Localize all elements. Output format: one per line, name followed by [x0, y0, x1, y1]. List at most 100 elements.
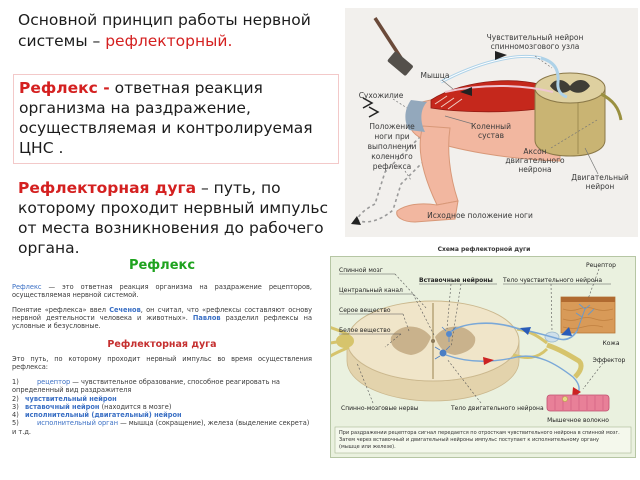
item-term: чувствительный нейрон — [25, 394, 117, 403]
mini-sechenov: Сеченов — [109, 306, 141, 315]
white-matter-label: Белое вещество — [339, 327, 391, 334]
tendon-label: Сухожилие — [359, 91, 404, 100]
knee-reflex-diagram: Чувствительный нейрон спинномозгового уз… — [345, 8, 638, 237]
arc-figure-box: Спинной мозг Центральный канал Серое вещ… — [328, 256, 636, 458]
arc-figure-labels: Спинной мозг Центральный канал Серое вещ… — [339, 262, 626, 424]
arc-list-item: 5) исполнительный орган — мышца (сокращен… — [12, 419, 312, 435]
reflex-arc-diagram: Спинной мозг Центральный канал Серое вещ… — [328, 262, 632, 454]
item-rest: — чувствительное образование, способное … — [12, 378, 280, 395]
arc-figure-title: Схема рефлекторной дуги — [437, 246, 531, 253]
gray-matter-left — [390, 326, 431, 355]
mini-reflex-rest: — это ответная реакция организма на разд… — [12, 283, 312, 300]
mini-pavlov: Павлов — [192, 314, 221, 323]
item-rest: (находится в мозге) — [99, 402, 172, 411]
item-number: 1) — [12, 378, 19, 387]
sensory-arrow — [561, 327, 572, 336]
reflex-arc-definition-text: Рефлекторная дуга – путь, по которому пр… — [18, 178, 350, 258]
knee-reflex-figure: Чувствительный нейрон спинномозгового уз… — [345, 8, 638, 237]
sensory-neuron-label: Чувствительный нейрон — [487, 33, 584, 42]
leader-lines — [392, 55, 599, 181]
knee-joint-label: сустав — [478, 131, 504, 140]
receptor-label: Рецептор — [586, 262, 616, 269]
interneuron — [441, 326, 457, 342]
nerve-root — [600, 92, 623, 121]
reflex-definition-rest: ответная реакция организма на раздражени… — [19, 79, 313, 157]
mini-history-b: , он считал, что «рефлексы составляют ос… — [12, 306, 313, 323]
item-number: 4) — [12, 411, 19, 420]
motor-fiber — [444, 84, 554, 93]
muscle-label: Мышца — [421, 71, 450, 80]
item-number: 5) — [12, 419, 19, 428]
interneurons-label: Вставочные нейроны — [419, 277, 493, 284]
central-canal-label: Центральный канал — [339, 287, 403, 294]
spinal-cord-label: Спинной мозг — [339, 267, 383, 274]
mini-reflex-term: Рефлекс — [12, 283, 42, 291]
motor-end-plate — [562, 396, 568, 402]
arc-caption-line: Затем через вставочный и двигательный не… — [339, 436, 599, 443]
knee-figure-labels: Чувствительный нейрон спинномозгового уз… — [359, 33, 629, 220]
reflex-term: Рефлекс - — [19, 79, 110, 97]
receptor-endings — [575, 303, 595, 332]
mini-history-c: разделил рефлексы на условные и безуслов… — [12, 314, 312, 331]
sensory-fiber-core — [440, 55, 542, 83]
leg-position-label: ноги при — [374, 132, 409, 141]
reflex-hammer-icon — [373, 17, 413, 76]
main-principle-black: Основной принцип работы нервной системы … — [18, 11, 311, 50]
impulse-arrow-left — [460, 87, 472, 96]
sensory-arrow — [520, 327, 531, 335]
embedded-slide: Рефлекс Рефлекс — это ответная реакция о… — [4, 252, 320, 436]
muscle-fiber-label: Мышечное волокно — [547, 417, 609, 424]
knee-joint-label: Коленный — [471, 122, 511, 131]
muscle-fiber-shape — [546, 394, 610, 412]
gray-matter-right — [435, 326, 476, 355]
item-number: 3) — [12, 402, 19, 411]
strike-chevrons — [362, 97, 380, 118]
reflex-definition-text: Рефлекс - ответная реакция организма на … — [19, 78, 332, 158]
skin-label: Кожа — [602, 340, 619, 347]
arc-leader-lines — [339, 268, 611, 404]
item-rest: — мышца (сокращение), железа (выделение … — [12, 419, 310, 436]
main-principle-red: рефлекторный. — [105, 32, 233, 50]
mini-history-a: Понятие «рефлекса» ввел — [12, 306, 110, 315]
motor-axon-label: нейрона — [518, 165, 551, 174]
mini-slide-title-reflex: Рефлекс — [128, 258, 196, 273]
reflex-arc-rest: – путь, по которому проходит нервный имп… — [18, 179, 328, 257]
kick-arrow — [351, 216, 361, 225]
motor-axon-label: двигательного — [505, 156, 565, 165]
item-term: исполнительный (двигательный) нейрон — [25, 411, 182, 420]
arc-list-item: 4) исполнительный (двигательный) нейрон — [12, 411, 312, 419]
skin-patch — [560, 296, 616, 334]
tendon-shape — [405, 100, 427, 132]
leg-position-label: выполнении — [368, 142, 417, 151]
sensory-fiber — [448, 322, 578, 341]
initial-position-label: Исходное положение ноги — [427, 211, 533, 220]
spinal-cord-cross-section — [346, 300, 520, 402]
leg-position-label: коленного — [371, 152, 413, 161]
muscle-striations — [434, 95, 463, 110]
item-term: исполнительный орган — [37, 419, 118, 428]
sensory-neuron-label: спинномозгового узла — [491, 42, 580, 51]
spinal-nerves-label: Спинно-мозговые нервы — [341, 405, 419, 412]
motor-neuron-label: Двигательный — [571, 173, 629, 182]
gray-matter-label: Серое вещество — [339, 307, 391, 314]
arc-list-item: 2) чувствительный нейрон — [12, 395, 312, 403]
leg-position-label: Положение — [369, 122, 415, 131]
motor-neuron-label: нейрон — [586, 182, 615, 191]
mini-paragraph-reflex: Рефлекс — это ответная реакция организма… — [12, 283, 312, 299]
motor-fiber — [445, 354, 580, 396]
sensory-body-label: Тело чувствительного нейрона — [502, 277, 602, 284]
arc-caption-line: (мышце или железе). — [339, 444, 396, 450]
arc-list-item: 1) рецептор — чувствительное образование,… — [12, 378, 312, 394]
effector-label: Эффектор — [593, 357, 626, 364]
item-term: рецептор — [37, 378, 71, 387]
main-principle-text: Основной принцип работы нервной системы … — [18, 10, 350, 52]
reflex-arc-figure: Схема рефлекторной дуги — [328, 244, 638, 464]
item-number: 2) — [12, 394, 19, 403]
left-nerve-plexus — [336, 334, 354, 348]
arc-caption-box: При раздражении рецептора сигнал передае… — [334, 426, 632, 454]
motor-neuron — [434, 345, 451, 360]
leg-position-label: рефлекса — [373, 162, 411, 171]
item-term: вставочный нейрон — [25, 402, 100, 411]
mini-paragraph-history: Понятие «рефлекса» ввел Сеченов, он счит… — [12, 306, 312, 330]
